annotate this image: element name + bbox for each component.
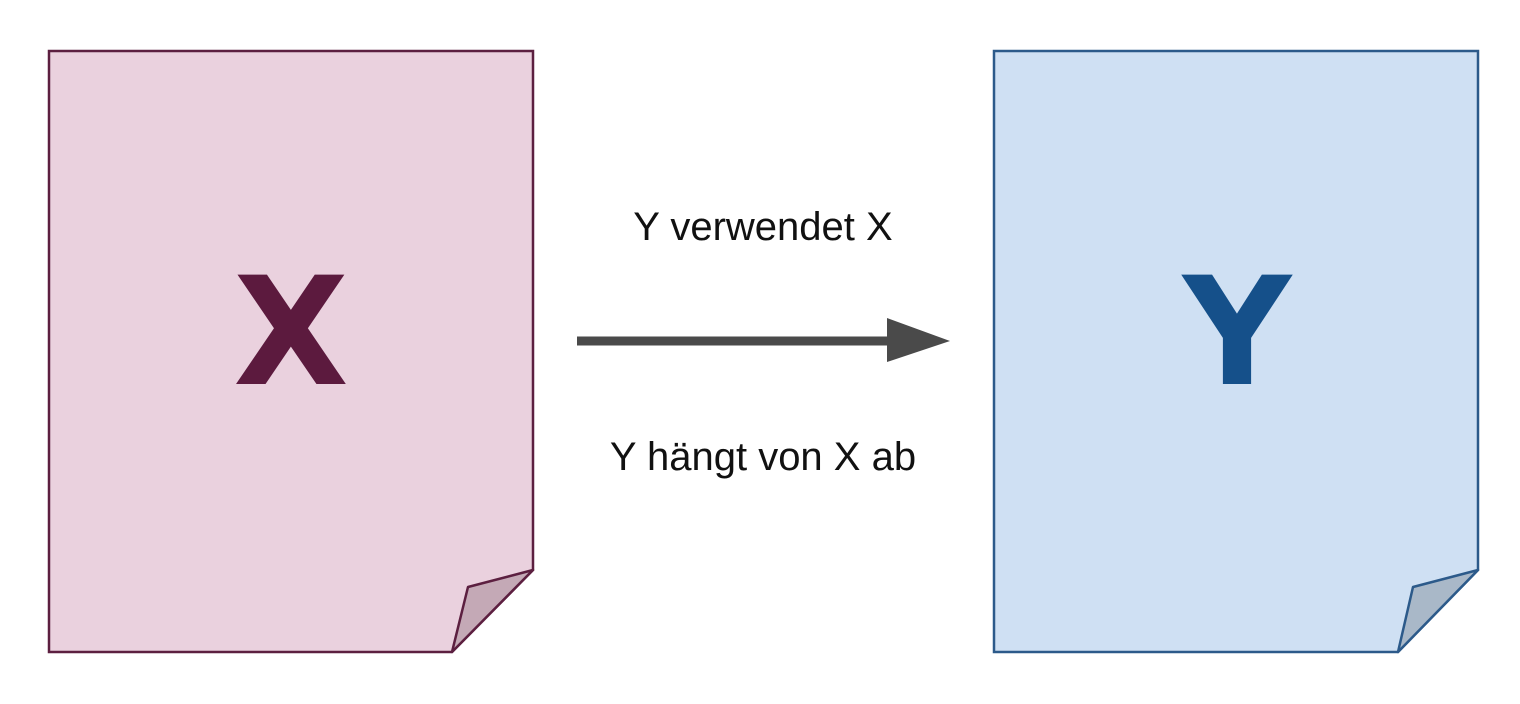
document-y bbox=[992, 49, 1480, 654]
document-x-folded-corner bbox=[450, 568, 535, 654]
document-x-label: X bbox=[233, 246, 349, 420]
document-y-label: Y bbox=[1182, 246, 1292, 420]
edge-label-bottom: Y hängt von X ab bbox=[609, 435, 917, 479]
edge-label-top: Y verwendet X bbox=[633, 205, 893, 249]
arrow-head-icon bbox=[887, 318, 950, 362]
dependency-arrow bbox=[577, 318, 950, 362]
document-x bbox=[47, 49, 535, 654]
document-y-folded-corner bbox=[1396, 568, 1480, 654]
